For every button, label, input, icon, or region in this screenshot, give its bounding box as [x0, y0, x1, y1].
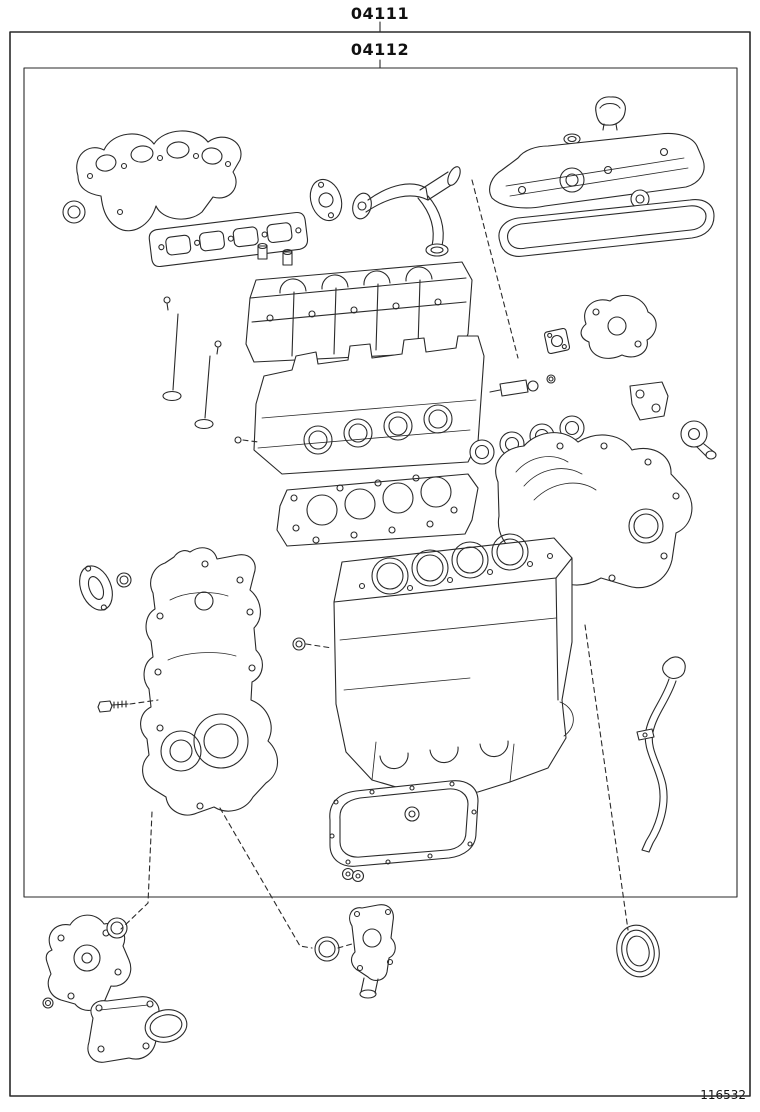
water-inlet-gasket: [144, 1009, 188, 1043]
water-pump-ring-gasket: [106, 917, 128, 939]
part-number-outer: 04111: [350, 4, 410, 23]
oil-pan: [329, 780, 479, 867]
fuel-injector: [489, 374, 556, 397]
exhaust-manifold-gasket: [76, 130, 242, 232]
dowel-pins: [257, 242, 293, 266]
egr-flange-gasket: [543, 327, 571, 355]
dipstick-tube: [636, 656, 686, 853]
thermostat-o-ring: [314, 936, 340, 962]
oil-filler-cap: [595, 96, 626, 131]
frame-borders: [9, 21, 751, 1097]
engine-valves: [162, 296, 222, 430]
timing-cover-gasket: [79, 565, 113, 611]
small-oval-gasket: [309, 178, 343, 222]
block-o-ring: [292, 637, 333, 651]
water-pump: [45, 914, 132, 1011]
camshaft-housing: [245, 261, 473, 363]
valve-cover: [489, 132, 705, 209]
leader-lines: [120, 179, 629, 949]
egr-valve: [580, 294, 657, 359]
timing-chain-cover: [140, 547, 279, 816]
timing-cover-bolt: [97, 699, 159, 713]
engine-block: [333, 533, 574, 795]
egr-pipe-assembly: [352, 166, 461, 257]
thermostat-housing: [349, 904, 396, 999]
oil-pan-cap: [341, 867, 365, 883]
exhaust-pipe-gasket: [148, 211, 309, 268]
exhaust-seal-ring: [62, 200, 86, 224]
intake-o-ring: [628, 508, 664, 544]
part-number-inner: 04112: [350, 40, 410, 59]
figure-number: 116532: [700, 1088, 746, 1102]
head-dowel: [234, 436, 259, 444]
water-inlet-housing: [87, 996, 160, 1063]
head-gasket: [276, 473, 479, 547]
water-pump-o-ring: [42, 997, 54, 1009]
cylinder-head: [253, 335, 485, 475]
valve-cover-gasket: [498, 199, 715, 257]
egr-outlet-pipe: [629, 381, 717, 460]
crankshaft-seal: [616, 924, 660, 978]
timing-cover-ring: [116, 572, 132, 588]
